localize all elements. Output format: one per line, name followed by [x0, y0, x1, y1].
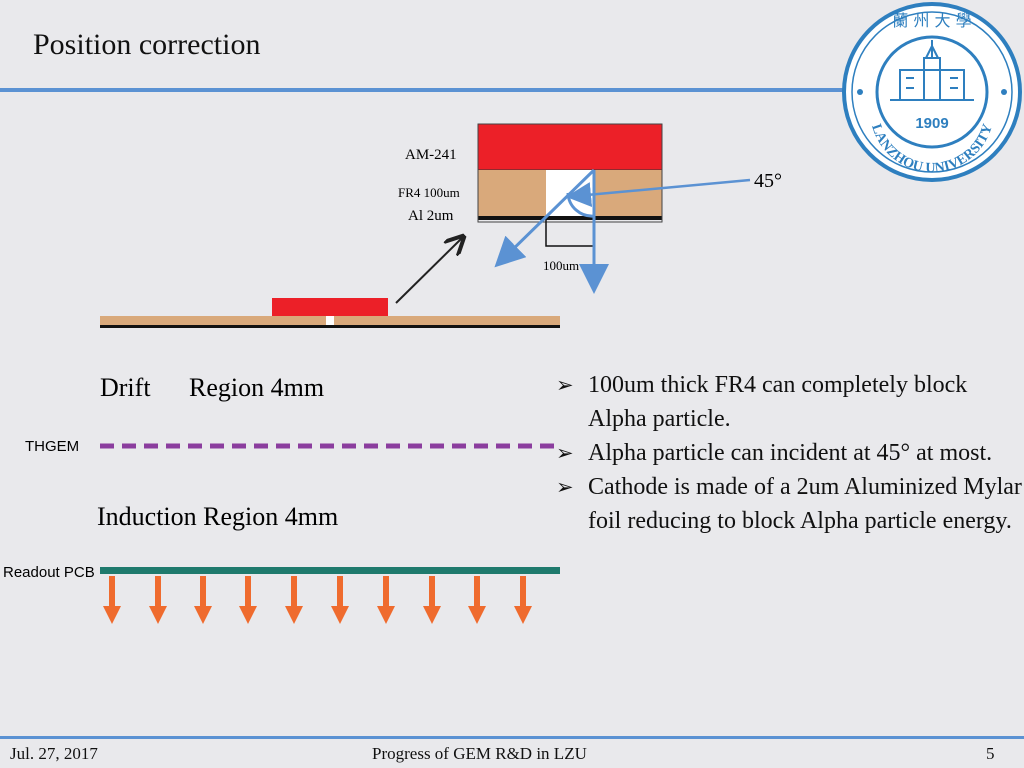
arrow-bullet-icon: ➢: [556, 475, 574, 499]
thgem-label: THGEM: [25, 438, 79, 455]
cathode-al: [100, 325, 560, 328]
header-rule: [0, 88, 850, 92]
bullet-item: ➢Alpha particle can incident at 45° at m…: [556, 436, 1024, 470]
am241-source: [477, 123, 663, 171]
down-arrow-icon: [194, 576, 212, 624]
building-icon: [890, 40, 974, 101]
readout-label: Readout PCB: [3, 564, 95, 581]
drift-region-label: Region 4mm: [189, 373, 324, 402]
arrow-bullet-icon: ➢: [556, 441, 574, 465]
cathode-hole: [326, 316, 334, 325]
cathode-source: [272, 298, 388, 316]
zoom-detail: [477, 123, 663, 247]
arrow-bullet-icon: ➢: [556, 373, 574, 397]
detector-diagram: 45° AM-241 FR4 100um Al 2um 100um Drift …: [3, 123, 782, 624]
logo-year: 1909: [915, 115, 948, 132]
down-arrow-icon: [377, 576, 395, 624]
al-layer: [478, 216, 662, 220]
fr4-layer-left: [478, 170, 546, 216]
bullet-item: ➢Cathode is made of a 2um Aluminized Myl…: [556, 470, 1024, 538]
down-arrow-icon: [514, 576, 532, 624]
zoom-pointer-arrow: [395, 238, 462, 304]
angle-label: 45°: [754, 170, 782, 192]
logo-chinese: 蘭 州 大 學: [892, 11, 971, 30]
fr4-label: FR4 100um: [398, 185, 460, 200]
page-number: 5: [986, 744, 995, 763]
induction-region-label: Induction Region 4mm: [97, 502, 338, 531]
down-arrows: [103, 576, 532, 624]
bullet-item: ➢100um thick FR4 can completely block Al…: [556, 368, 1024, 436]
down-arrow-icon: [103, 576, 121, 624]
down-arrow-icon: [149, 576, 167, 624]
footer-date: Jul. 27, 2017: [10, 744, 98, 763]
angle-pointer-arrow: [566, 178, 751, 208]
hole-width-label: 100um: [543, 258, 579, 273]
university-logo: 蘭 州 大 學 1909 LANZHOU UNIVERSITY: [842, 2, 1022, 182]
drift-label: Drift: [100, 373, 151, 402]
footer-rule: [0, 736, 1024, 739]
down-arrow-icon: [285, 576, 303, 624]
down-arrow-icon: [423, 576, 441, 624]
footer-title: Progress of GEM R&D in LZU: [372, 744, 587, 763]
readout-pcb: [100, 567, 560, 574]
al-label: Al 2um: [408, 208, 454, 224]
slide-title: Position correction: [33, 28, 261, 61]
bullet-list: ➢100um thick FR4 can completely block Al…: [556, 368, 1024, 538]
down-arrow-icon: [331, 576, 349, 624]
source-label: AM-241: [405, 147, 457, 163]
down-arrow-icon: [239, 576, 257, 624]
hole-dimension: [545, 220, 595, 247]
down-arrow-icon: [468, 576, 486, 624]
